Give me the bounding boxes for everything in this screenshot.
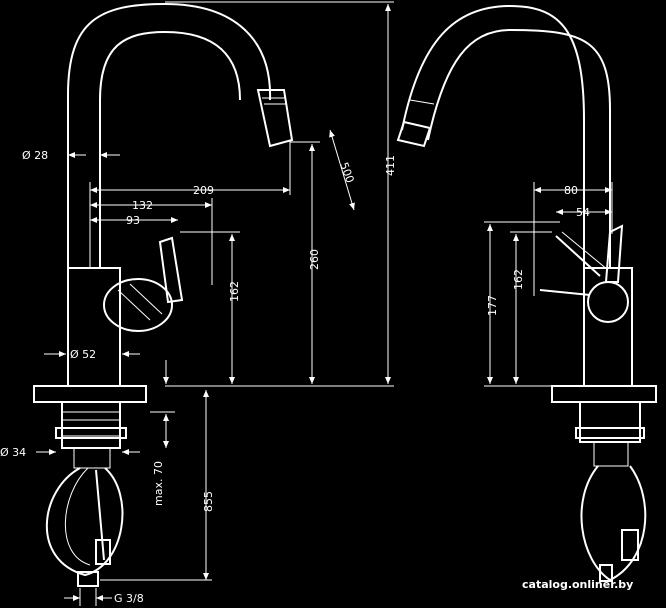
dim-162-left: 162 bbox=[228, 281, 241, 302]
dimension-lines-right bbox=[484, 182, 613, 387]
dim-260: 260 bbox=[308, 249, 321, 270]
dim-500: 500 bbox=[337, 161, 356, 185]
dim-max-70: max. 70 bbox=[152, 461, 165, 506]
dim-g38: G 3/8 bbox=[114, 592, 144, 605]
dim-411: 411 bbox=[384, 155, 397, 176]
faucet-front-view bbox=[396, 4, 657, 582]
faucet-side-view bbox=[33, 2, 294, 587]
dim-diameter-28: Ø 28 bbox=[22, 149, 48, 162]
dim-132: 132 bbox=[132, 199, 153, 212]
dim-855: 855 bbox=[202, 491, 215, 512]
dim-209: 209 bbox=[193, 184, 214, 197]
dimension-lines-left bbox=[36, 1, 394, 606]
dim-54: 54 bbox=[576, 206, 590, 219]
watermark: catalog.onliner.by bbox=[522, 578, 633, 591]
dimension-labels: Ø 28 209 132 93 162 260 411 500 Ø 52 Ø 3… bbox=[0, 149, 590, 605]
dim-diameter-34: Ø 34 bbox=[0, 446, 26, 459]
dim-162-right: 162 bbox=[512, 269, 525, 290]
dim-diameter-52: Ø 52 bbox=[70, 348, 96, 361]
dim-177: 177 bbox=[486, 295, 499, 316]
dim-80: 80 bbox=[564, 184, 578, 197]
dim-93: 93 bbox=[126, 214, 140, 227]
